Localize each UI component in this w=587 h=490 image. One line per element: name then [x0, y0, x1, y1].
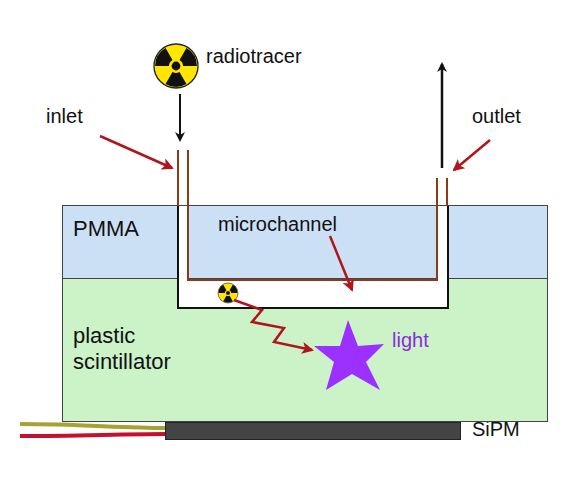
scintillator-layer: plastic scintillator: [62, 278, 548, 422]
layer-label: plastic scintillator: [73, 323, 203, 376]
light-flash: [314, 320, 384, 390]
light-label: light: [392, 328, 429, 352]
inlet-tube: [187, 150, 189, 206]
wire: [20, 434, 166, 436]
particle-track: [234, 300, 312, 350]
outlet-tube: [436, 178, 438, 206]
flow-arrow: [179, 94, 181, 140]
inlet-bore: [178, 206, 188, 280]
inlet-tube: [177, 150, 179, 206]
inlet-label: inlet: [46, 104, 83, 128]
wire: [20, 424, 166, 428]
outlet-tube: [446, 178, 448, 206]
flow-arrow: [441, 64, 444, 168]
outlet-label: outlet: [472, 104, 521, 128]
microchannel: [178, 280, 448, 308]
channel-wall: [178, 206, 448, 308]
radiation-symbol: [217, 283, 238, 303]
tracer-label: radiotracer: [206, 44, 302, 68]
radiation-symbol: [153, 44, 200, 88]
outlet-bore: [437, 206, 448, 280]
channel-wall: [188, 206, 437, 280]
leader-arrow: [330, 236, 352, 290]
channel-label: microchannel: [218, 212, 337, 236]
leader-arrow: [100, 136, 172, 168]
sipm-detector: SiPM: [165, 422, 461, 440]
leader-arrow: [454, 140, 490, 170]
